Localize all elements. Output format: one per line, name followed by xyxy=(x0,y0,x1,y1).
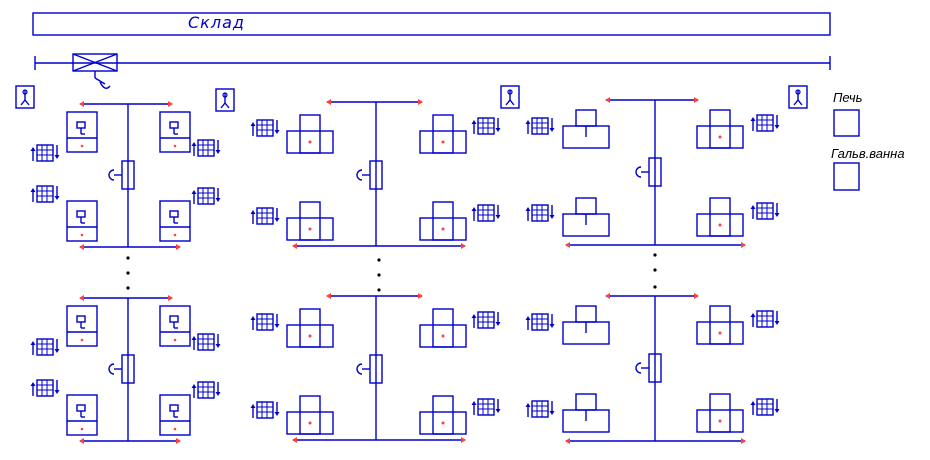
storage-rack-icon xyxy=(250,401,280,419)
bath-station xyxy=(562,305,610,345)
storage-rack-icon xyxy=(525,204,555,222)
hoist-icon xyxy=(108,160,135,190)
furnace-station xyxy=(66,200,98,242)
galvanic-bath-station xyxy=(419,308,467,348)
bath-station xyxy=(562,197,610,237)
top-rail xyxy=(605,293,699,299)
storage-rack-icon xyxy=(750,398,780,416)
storage-rack-icon xyxy=(30,338,60,356)
storage-rack-icon xyxy=(750,114,780,132)
furnace-station xyxy=(159,394,191,436)
gate-icon xyxy=(788,85,808,109)
legend-galvanic-bath-label: Гальв.ванна xyxy=(831,146,905,161)
storage-rack-icon xyxy=(250,313,280,331)
galvanic-bath-station xyxy=(419,395,467,435)
galvanic-bath-station xyxy=(286,395,334,435)
legend-furnace-box xyxy=(833,109,860,137)
storage-rack-icon xyxy=(191,333,221,351)
furnace-station xyxy=(159,111,191,153)
galvanic-bath-station xyxy=(696,197,744,237)
bottom-rail xyxy=(565,242,746,248)
galvanic-bath-station xyxy=(696,305,744,345)
bottom-rail xyxy=(292,437,466,443)
furnace-station xyxy=(66,305,98,347)
bottom-rail xyxy=(565,438,746,444)
storage-rack-icon xyxy=(750,202,780,220)
top-rail xyxy=(79,295,173,301)
hoist-icon xyxy=(356,354,383,384)
storage-rack-icon xyxy=(250,207,280,225)
storage-rack-icon xyxy=(471,117,501,135)
legend-galvanic-bath-box xyxy=(833,162,860,191)
storage-rack-icon xyxy=(525,313,555,331)
furnace-station xyxy=(159,200,191,242)
hoist-icon xyxy=(635,157,662,187)
gate-icon xyxy=(500,85,520,109)
storage-rack-icon xyxy=(191,187,221,205)
furnace-station xyxy=(159,305,191,347)
galvanic-bath-station xyxy=(286,201,334,241)
bath-station xyxy=(562,393,610,433)
storage-rack-icon xyxy=(250,119,280,137)
legend-furnace-label: Печь xyxy=(833,90,863,105)
galvanic-bath-station xyxy=(696,393,744,433)
gate-icon xyxy=(15,85,35,109)
furnace-station xyxy=(66,111,98,153)
hoist-icon xyxy=(635,353,662,383)
storage-rack-icon xyxy=(191,381,221,399)
hoist-icon xyxy=(108,354,135,384)
continuation-dots xyxy=(653,253,657,289)
warehouse-label: Склад xyxy=(188,13,245,32)
gate-icon xyxy=(215,88,235,112)
top-rail xyxy=(79,101,173,107)
storage-rack-icon xyxy=(30,185,60,203)
storage-rack-icon xyxy=(191,139,221,157)
galvanic-bath-station xyxy=(696,109,744,149)
galvanic-bath-station xyxy=(419,114,467,154)
furnace-station xyxy=(66,394,98,436)
warehouse-band xyxy=(32,12,831,36)
crane-rail xyxy=(34,56,831,70)
continuation-dots xyxy=(126,256,130,290)
top-rail xyxy=(605,97,699,103)
storage-rack-icon xyxy=(750,310,780,328)
storage-rack-icon xyxy=(471,204,501,222)
top-rail xyxy=(326,99,423,105)
bottom-rail xyxy=(292,243,466,249)
storage-rack-icon xyxy=(471,311,501,329)
bath-station xyxy=(562,109,610,149)
hoist-icon xyxy=(356,160,383,190)
continuation-dots xyxy=(377,258,381,292)
top-rail xyxy=(326,293,423,299)
bottom-rail xyxy=(79,244,181,250)
galvanic-bath-station xyxy=(286,114,334,154)
storage-rack-icon xyxy=(30,144,60,162)
storage-rack-icon xyxy=(525,117,555,135)
galvanic-bath-station xyxy=(286,308,334,348)
storage-rack-icon xyxy=(525,400,555,418)
storage-rack-icon xyxy=(471,398,501,416)
bottom-rail xyxy=(79,438,181,444)
crane-icon xyxy=(72,53,118,89)
storage-rack-icon xyxy=(30,379,60,397)
galvanic-bath-station xyxy=(419,201,467,241)
